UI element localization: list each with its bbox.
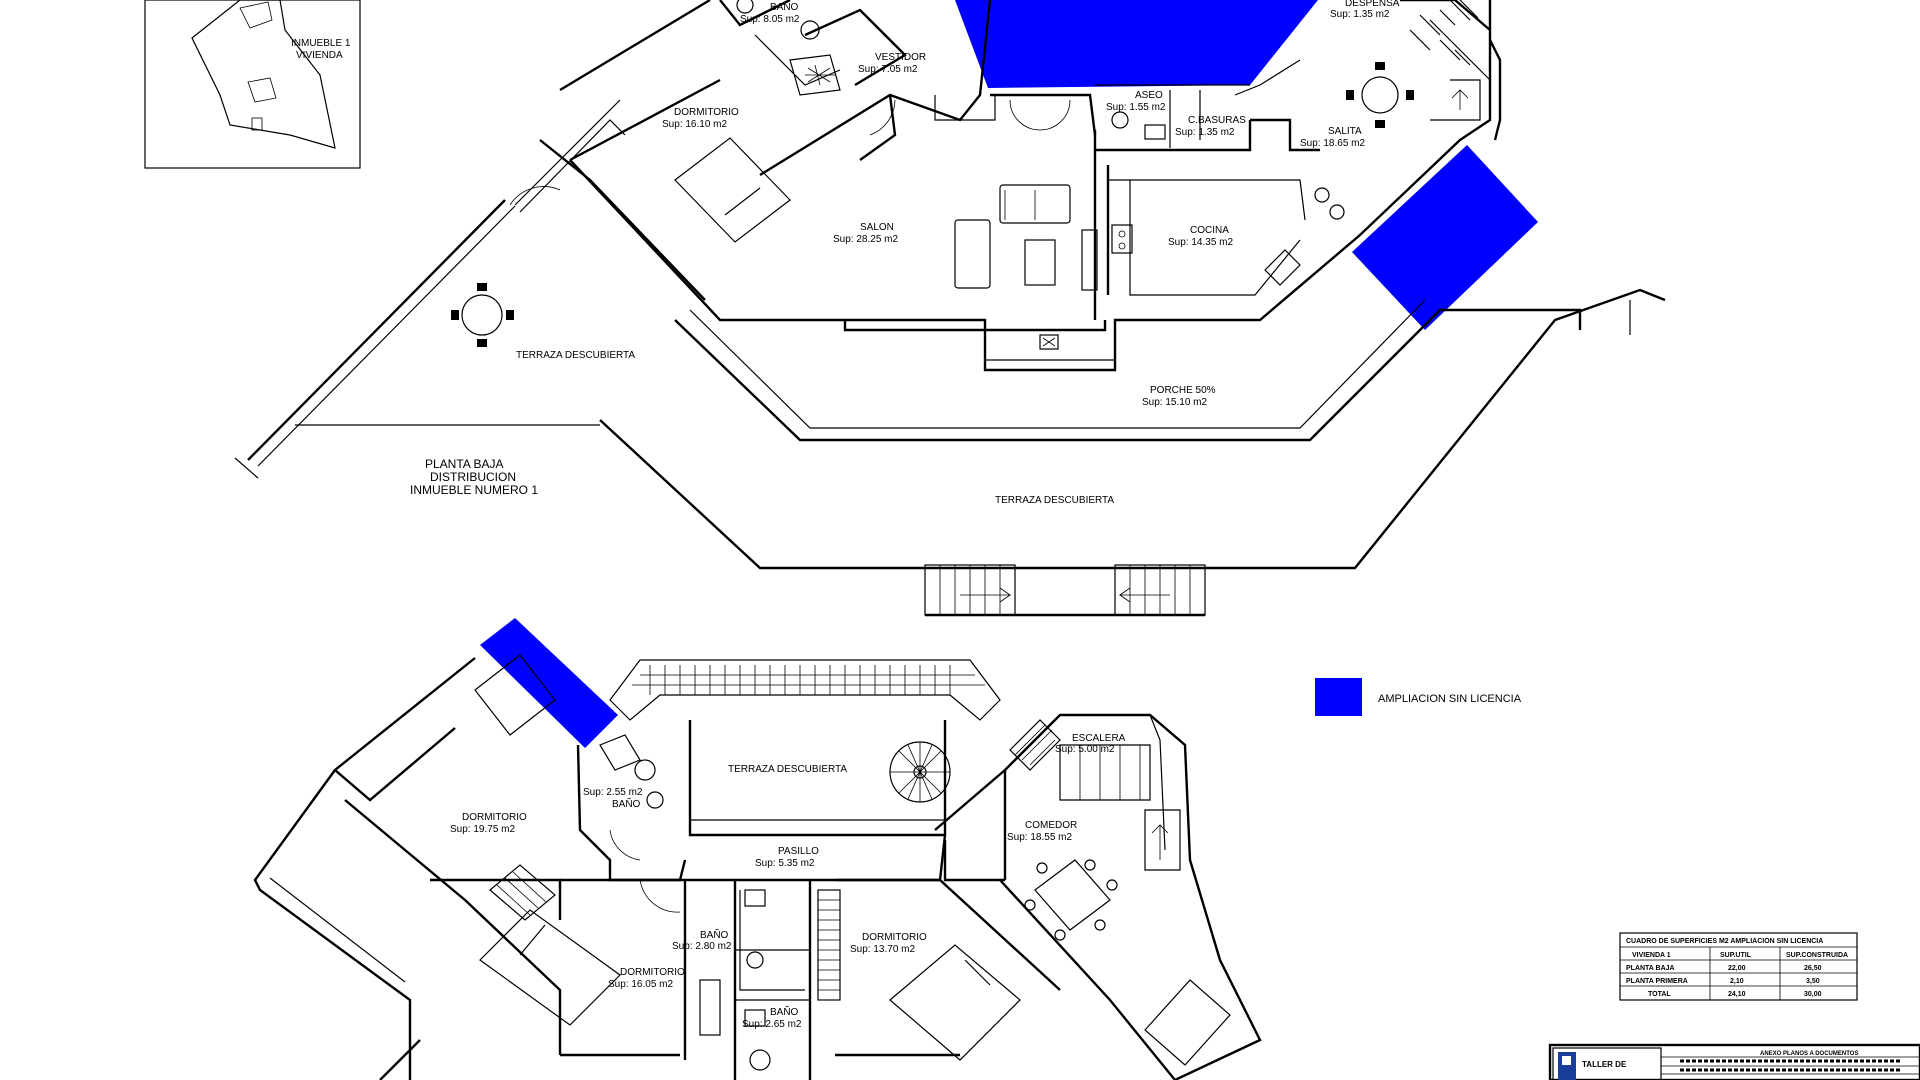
legend-label: AMPLIACION SIN LICENCIA	[1378, 693, 1522, 705]
table-header-1: SUP.UTIL	[1720, 952, 1752, 959]
room-despensa-name: DESPENSA	[1345, 0, 1400, 9]
ground-floor-title-line-2: DISTRIBUCION	[430, 470, 516, 484]
extension-area-top	[955, 0, 1318, 88]
table-r1-c2: 3,50	[1806, 978, 1820, 985]
ff-dorm1-area: Sup: 19.75 m2	[450, 824, 515, 835]
room-salon-name: SALON	[860, 222, 894, 233]
ff-dorm3-name: DORMITORIO	[862, 932, 927, 943]
ff-bano2-area: Sup: 2.80 m2	[672, 941, 732, 952]
room-bano-area: Sup: 8.05 m2	[740, 14, 800, 25]
legend-swatch	[1315, 678, 1362, 716]
porche-area: Sup: 15.10 m2	[1142, 397, 1207, 408]
room-basuras-area: Sup: 1.35 m2	[1175, 127, 1235, 138]
ff-pasillo-name: PASILLO	[778, 846, 819, 857]
legend: AMPLIACION SIN LICENCIA	[1315, 678, 1522, 716]
table-r0-c1: 22,00	[1728, 965, 1746, 972]
inset-key-plan: INMUEBLE 1 VIVIENDA	[144, 0, 361, 169]
room-aseo-name: ASEO	[1135, 90, 1163, 101]
ground-floor-title-line-3: INMUEBLE NUMERO 1	[410, 483, 538, 497]
table-header-2: SUP.CONSTRUIDA	[1786, 952, 1848, 959]
extension-area-right	[1352, 145, 1538, 330]
room-cocina-area: Sup: 14.35 m2	[1168, 237, 1233, 248]
ff-dorm1-name: DORMITORIO	[462, 812, 527, 823]
ff-dorm2-name: DORMITORIO	[620, 967, 685, 978]
room-salita-area: Sup: 18.65 m2	[1300, 138, 1365, 149]
table-title: CUADRO DE SUPERFICIES M2 AMPLIACION SIN …	[1626, 938, 1823, 945]
ff-escalera-area: Sup: 5.00 m2	[1055, 744, 1115, 755]
table-r1-c1: 2,10	[1730, 978, 1744, 985]
room-aseo-area: Sup: 1.55 m2	[1106, 102, 1166, 113]
ff-pasillo-area: Sup: 5.35 m2	[755, 858, 815, 869]
table-r0-c0: PLANTA BAJA	[1626, 965, 1675, 972]
room-cocina-name: COCINA	[1190, 225, 1229, 236]
room-vestidor-name: VESTIDOR	[875, 52, 926, 63]
ff-bano3-area: Sup: 2.65 m2	[742, 1019, 802, 1030]
room-dormitorio-name: DORMITORIO	[674, 107, 739, 118]
ff-dorm2-area: Sup: 16.05 m2	[608, 979, 673, 990]
ground-floor-title-line-1: PLANTA BAJA	[425, 457, 503, 471]
terraza-bottom-label: TERRAZA DESCUBIERTA	[995, 495, 1114, 506]
table-r0-c2: 26,50	[1804, 965, 1822, 972]
room-dormitorio-area: Sup: 16.10 m2	[662, 119, 727, 130]
room-basuras-name: C.BASURAS	[1188, 115, 1246, 126]
ff-escalera-name: ESCALERA	[1072, 733, 1126, 744]
extension-area-first-floor	[480, 618, 618, 748]
ff-terraza-label: TERRAZA DESCUBIERTA	[728, 764, 847, 775]
ff-bano2-name: BAÑO	[700, 928, 729, 941]
ground-floor-plan: BAÑO Sup: 8.05 m2 VESTIDOR Sup: 7.05 m2 …	[234, 0, 1666, 617]
table-r2-c1: 24,10	[1728, 991, 1746, 998]
room-salon-area: Sup: 28.25 m2	[833, 234, 898, 245]
ff-bano1-area: Sup: 2.55 m2	[583, 787, 643, 798]
ff-dorm3-area: Sup: 13.70 m2	[850, 944, 915, 955]
title-block: TALLER DE ANEXO PLANOS A DOCUMENTOS	[1548, 1043, 1920, 1080]
ff-comedor-area: Sup: 18.55 m2	[1007, 832, 1072, 843]
surface-table: CUADRO DE SUPERFICIES M2 AMPLIACION SIN …	[1619, 932, 1858, 1001]
terraza-left-label: TERRAZA DESCUBIERTA	[516, 350, 635, 361]
room-bano-name: BAÑO	[770, 0, 799, 13]
ff-bano3-name: BAÑO	[770, 1005, 799, 1018]
first-floor-plan: DORMITORIO Sup: 19.75 m2 Sup: 2.55 m2 BA…	[253, 618, 1262, 1080]
room-salita-name: SALITA	[1328, 126, 1362, 137]
table-r1-c0: PLANTA PRIMERA	[1626, 978, 1688, 985]
porche-name: PORCHE 50%	[1150, 385, 1216, 396]
ff-comedor-name: COMEDOR	[1025, 820, 1077, 831]
room-vestidor-area: Sup: 7.05 m2	[858, 64, 918, 75]
inset-subtitle: VIVIENDA	[296, 50, 343, 61]
ff-bano1-name: BAÑO	[612, 797, 641, 810]
room-despensa-area: Sup: 1.35 m2	[1330, 9, 1390, 20]
logo-text: TALLER DE	[1582, 1060, 1627, 1069]
title-block-line-1: ANEXO PLANOS A DOCUMENTOS	[1760, 1051, 1858, 1057]
table-r2-c0: TOTAL	[1648, 991, 1671, 998]
table-r2-c2: 30,00	[1804, 991, 1822, 998]
inset-title: INMUEBLE 1	[291, 38, 351, 49]
table-header-0: VIVIENDA 1	[1632, 952, 1671, 959]
